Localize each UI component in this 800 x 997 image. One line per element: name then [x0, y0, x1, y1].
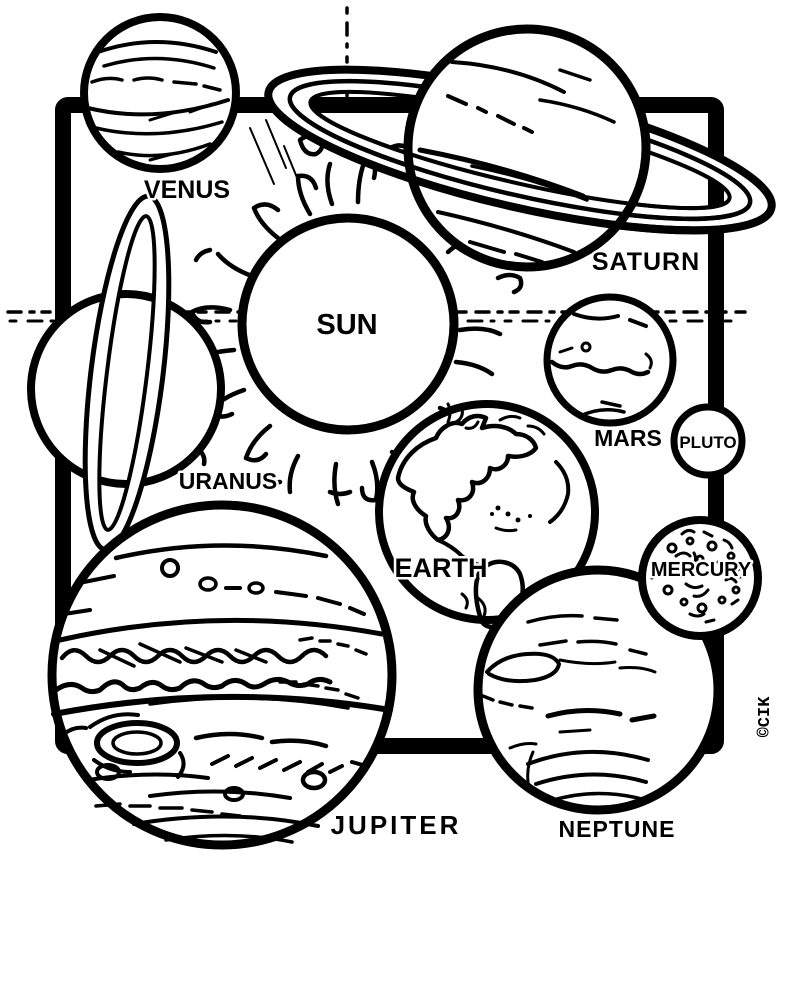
- pluto-circle: [670, 403, 746, 479]
- neptune-texture: [481, 613, 657, 803]
- planet-uranus: [27, 193, 225, 553]
- mercury-label: MERCURY: [651, 559, 752, 581]
- copyright-text: ©CIK: [756, 696, 775, 738]
- mercury-texture: [650, 528, 746, 624]
- venus-circle: [80, 13, 240, 173]
- planet-neptune: [473, 565, 723, 815]
- venus-label: VENUS: [144, 176, 230, 204]
- earth-label: EARTH: [395, 553, 488, 583]
- labels: SUN VENUS SATURN URANUS MARS PLUTO EARTH…: [141, 174, 775, 845]
- planet-pluto: [670, 403, 746, 479]
- saturn-label: SATURN: [592, 248, 700, 276]
- mars-label: MARS: [594, 425, 662, 451]
- planet-mercury: [638, 516, 762, 640]
- mars-texture: [549, 312, 653, 418]
- sun: [237, 213, 459, 435]
- planet-saturn: [264, 24, 776, 272]
- planet-mars: [543, 293, 677, 427]
- jupiter-texture: [51, 543, 393, 844]
- uranus-label: URANUS: [179, 468, 277, 494]
- neptune-circle: [473, 565, 723, 815]
- uranus-circle: [27, 290, 225, 488]
- pluto-label: PLUTO: [679, 433, 736, 452]
- mercury-circle: [638, 516, 762, 640]
- planet-jupiter: [47, 500, 397, 850]
- venus-texture: [86, 40, 230, 162]
- saturn-texture: [417, 60, 616, 264]
- jupiter-circle: [47, 500, 397, 850]
- saturn-circle: [403, 24, 651, 272]
- jupiter-label: JUPITER: [331, 810, 462, 840]
- sun-label: SUN: [316, 309, 377, 341]
- sun-circle: [237, 213, 459, 435]
- planet-venus: [80, 13, 240, 173]
- neptune-label: NEPTUNE: [559, 816, 676, 842]
- planet-earth: [375, 400, 599, 630]
- earth-circle: [375, 400, 599, 624]
- mars-circle: [543, 293, 677, 427]
